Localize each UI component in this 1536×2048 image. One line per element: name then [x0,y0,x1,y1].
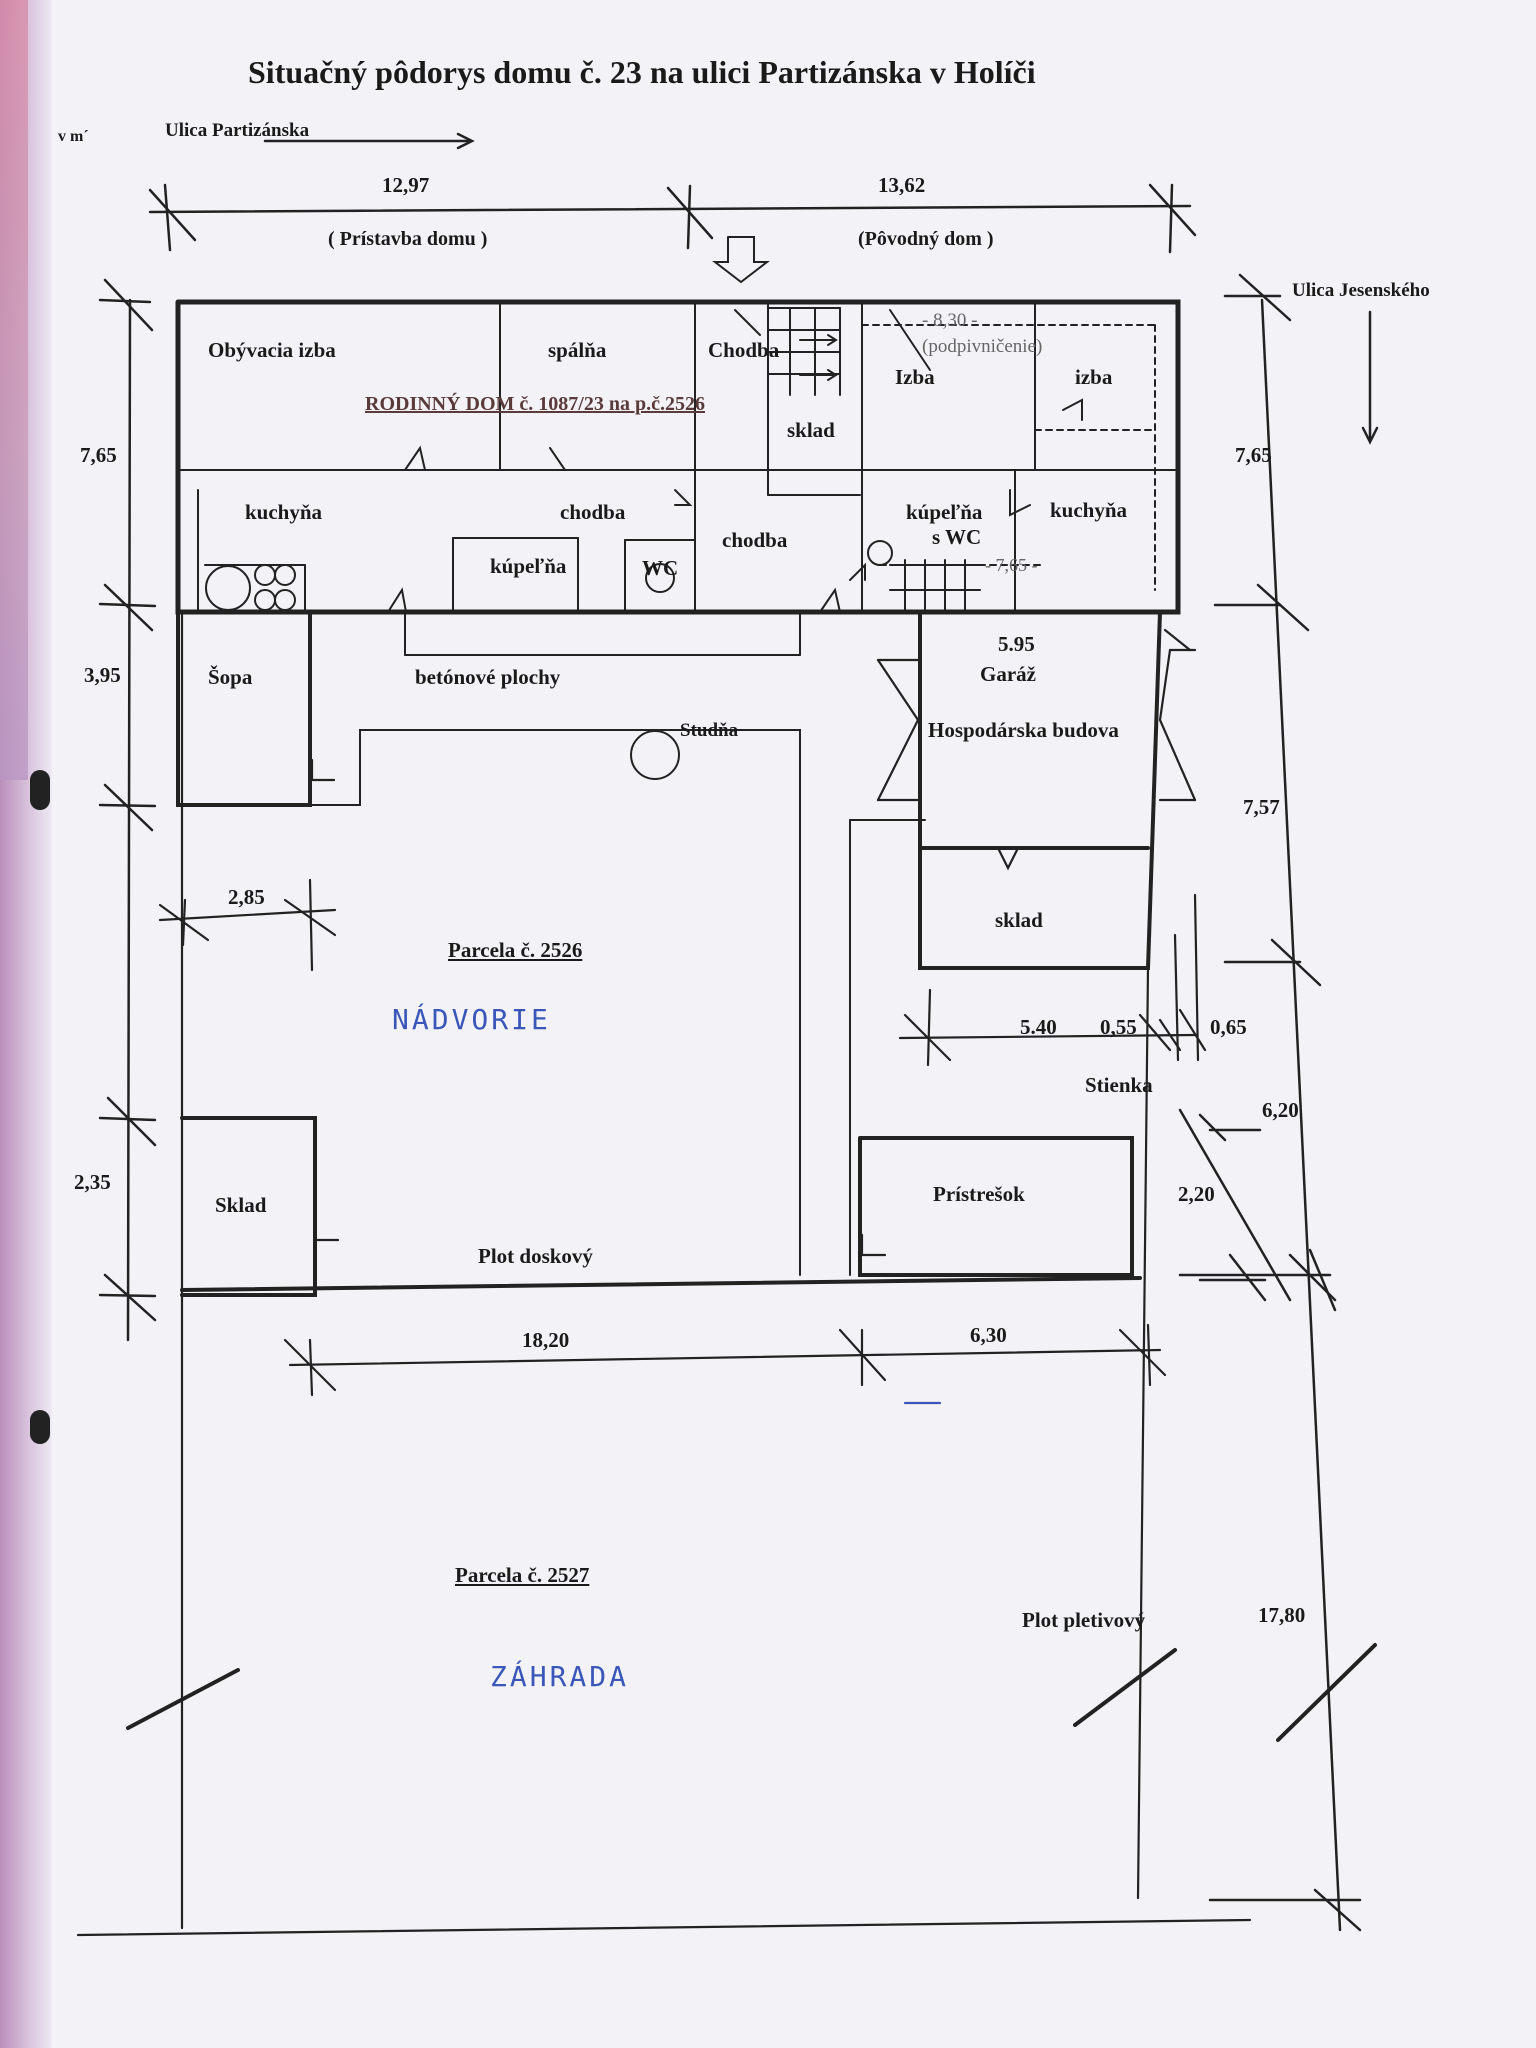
dim-right-2: 7,57 [1243,795,1280,819]
dim-right-4: 2,20 [1178,1182,1215,1206]
yard-farm-building: Hospodárska budova [928,718,1119,742]
dim-1820: 18,20 [522,1328,570,1352]
street-right-label: Ulica Jesenského [1292,280,1430,301]
dim-left-3: 2,35 [74,1170,111,1194]
dim-left-1: 7,65 [80,443,117,467]
room-storage-house: sklad [787,418,835,442]
parcel-2526: Parcela č. 2526 [448,938,583,962]
unit-note: v m´ [58,128,89,145]
garden-handwritten: ZÁHRADA [490,1660,630,1693]
original-house-label: (Pôvodný dom ) [858,228,994,250]
room-bedroom: spálňa [548,338,607,362]
fence-board-label: Plot doskový [478,1244,593,1268]
room-hall-center: chodba [722,528,788,552]
room-bathroom-left: kúpeľňa [490,554,567,578]
yard-concrete: betónové plochy [415,665,561,689]
yard-storage-farm: sklad [995,908,1043,932]
house-label: RODINNÝ DOM č. 1087/23 na p.č.2526 [365,393,705,415]
inner-dim: - 7,65 - [985,555,1038,575]
small-wall-label: Stienka [1085,1073,1153,1097]
dim-285: 2,85 [228,885,265,909]
dim-540: 5.40 [1020,1015,1057,1039]
yard-garage: Garáž [980,662,1036,686]
room-living: Obývacia izba [208,338,336,362]
colored-binding-strip [0,0,28,780]
extension-label: ( Prístavba domu ) [328,228,488,250]
dim-top-right: 13,62 [878,173,926,197]
dim-right-5: 17,80 [1258,1603,1306,1627]
room-hall-mid: chodba [560,500,626,524]
room-bathroom-right-2: s WC [932,525,982,549]
dim-630: 6,30 [970,1323,1007,1347]
dim-left-2: 3,95 [84,663,121,687]
punch-hole [30,770,50,810]
yard-shed: Šopa [208,665,253,689]
dim-065: 0,65 [1210,1015,1247,1039]
dim-top-left: 12,97 [382,173,430,197]
fence-mesh-label: Plot pletivový [1022,1608,1146,1632]
parcel-2527: Parcela č. 2527 [455,1563,590,1587]
yard-storage-small: Sklad [215,1193,267,1217]
courtyard-handwritten: NÁDVORIE [392,1003,551,1036]
dim-garage-width: 5.95 [998,632,1035,656]
basement-label: (podpivničenie) [922,336,1043,357]
punch-hole [30,1410,50,1444]
yard-shelter: Prístrešok [933,1182,1025,1206]
room-right-2: izba [1075,365,1113,389]
plan-title: Situačný pôdorys domu č. 23 na ulici Par… [248,54,1036,90]
dim-055: 0,55 [1100,1015,1137,1039]
room-right-1: Izba [895,365,935,389]
yard-well: Studňa [680,720,739,741]
room-kitchen-right: kuchyňa [1050,498,1128,522]
room-bathroom-right-1: kúpeľňa [906,500,983,524]
basement-dim: - 8,30 - [922,310,978,331]
room-wc: WC [642,556,679,580]
dim-right-1: 7,65 [1235,443,1272,467]
room-kitchen-left: kuchyňa [245,500,323,524]
room-hall-top: Chodba [708,338,780,362]
street-top-label: Ulica Partizánska [165,120,310,141]
dim-right-3: 6,20 [1262,1098,1299,1122]
